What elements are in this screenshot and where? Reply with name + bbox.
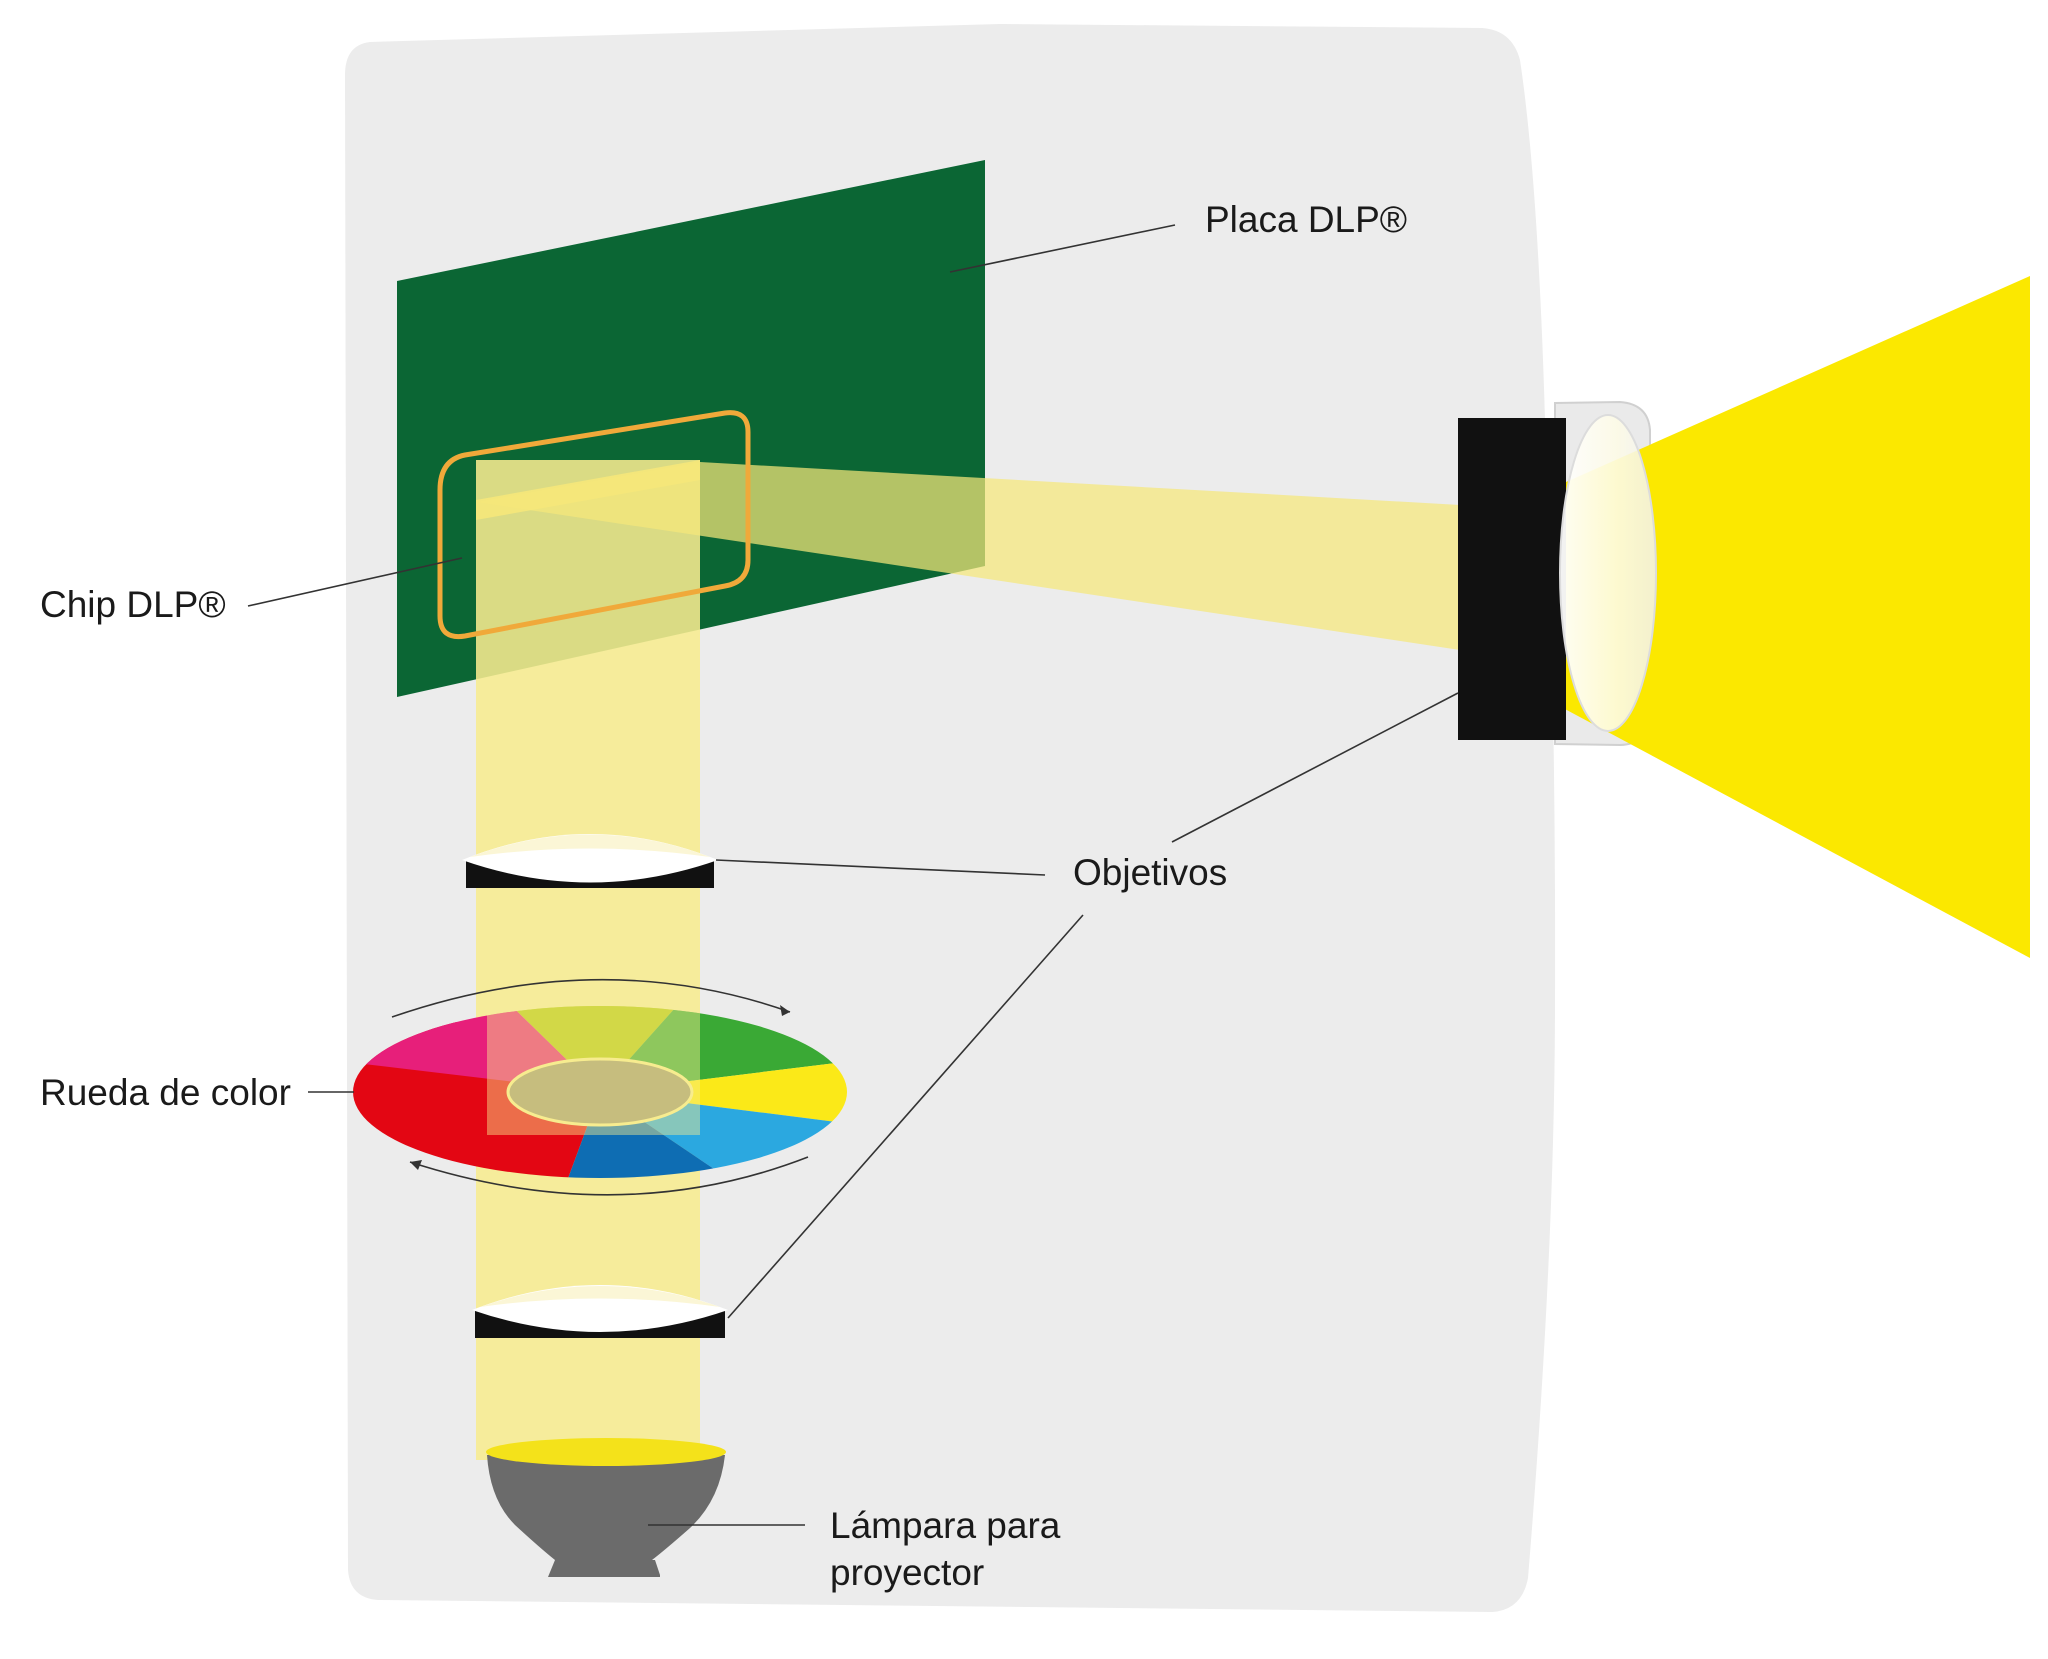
leader-objetivos-upper	[715, 859, 1046, 876]
output-light-beam	[1548, 276, 2030, 958]
rotation-arrow-top-head	[780, 1005, 790, 1016]
label-lampara-line2: proyector	[830, 1552, 984, 1593]
dlp-chip	[437, 410, 751, 640]
lower-objective-lens	[472, 1285, 728, 1338]
label-placa-dlp: Placa DLP®	[1205, 199, 1407, 240]
lamp-glow	[486, 1438, 726, 1466]
projector-lamp	[486, 1438, 726, 1577]
label-objetivos: Objetivos	[1073, 852, 1227, 893]
rotation-arrow-top	[391, 978, 791, 1018]
projection-lens-mount	[1458, 418, 1566, 740]
projection-lens-glass-rim	[1559, 414, 1657, 732]
reflected-light-beam	[476, 462, 1460, 650]
rotation-arrow-bottom	[409, 1156, 809, 1196]
label-chip-dlp: Chip DLP®	[40, 584, 226, 625]
color-wheel-hub	[506, 1057, 694, 1127]
rotation-arrow-bottom-head	[410, 1160, 422, 1170]
label-rueda-de-color: Rueda de color	[40, 1072, 291, 1113]
leader-placa	[949, 224, 1176, 273]
upper-objective-lens	[462, 834, 718, 888]
projection-lens-glass	[1560, 415, 1656, 731]
leader-objetivos-projection	[1171, 692, 1459, 843]
wheel-segment-yellow	[600, 1060, 847, 1125]
leader-objetivos-lower	[727, 914, 1084, 1319]
label-lampara-line1: Lámpara para	[830, 1505, 1061, 1546]
leader-chip	[247, 557, 463, 607]
